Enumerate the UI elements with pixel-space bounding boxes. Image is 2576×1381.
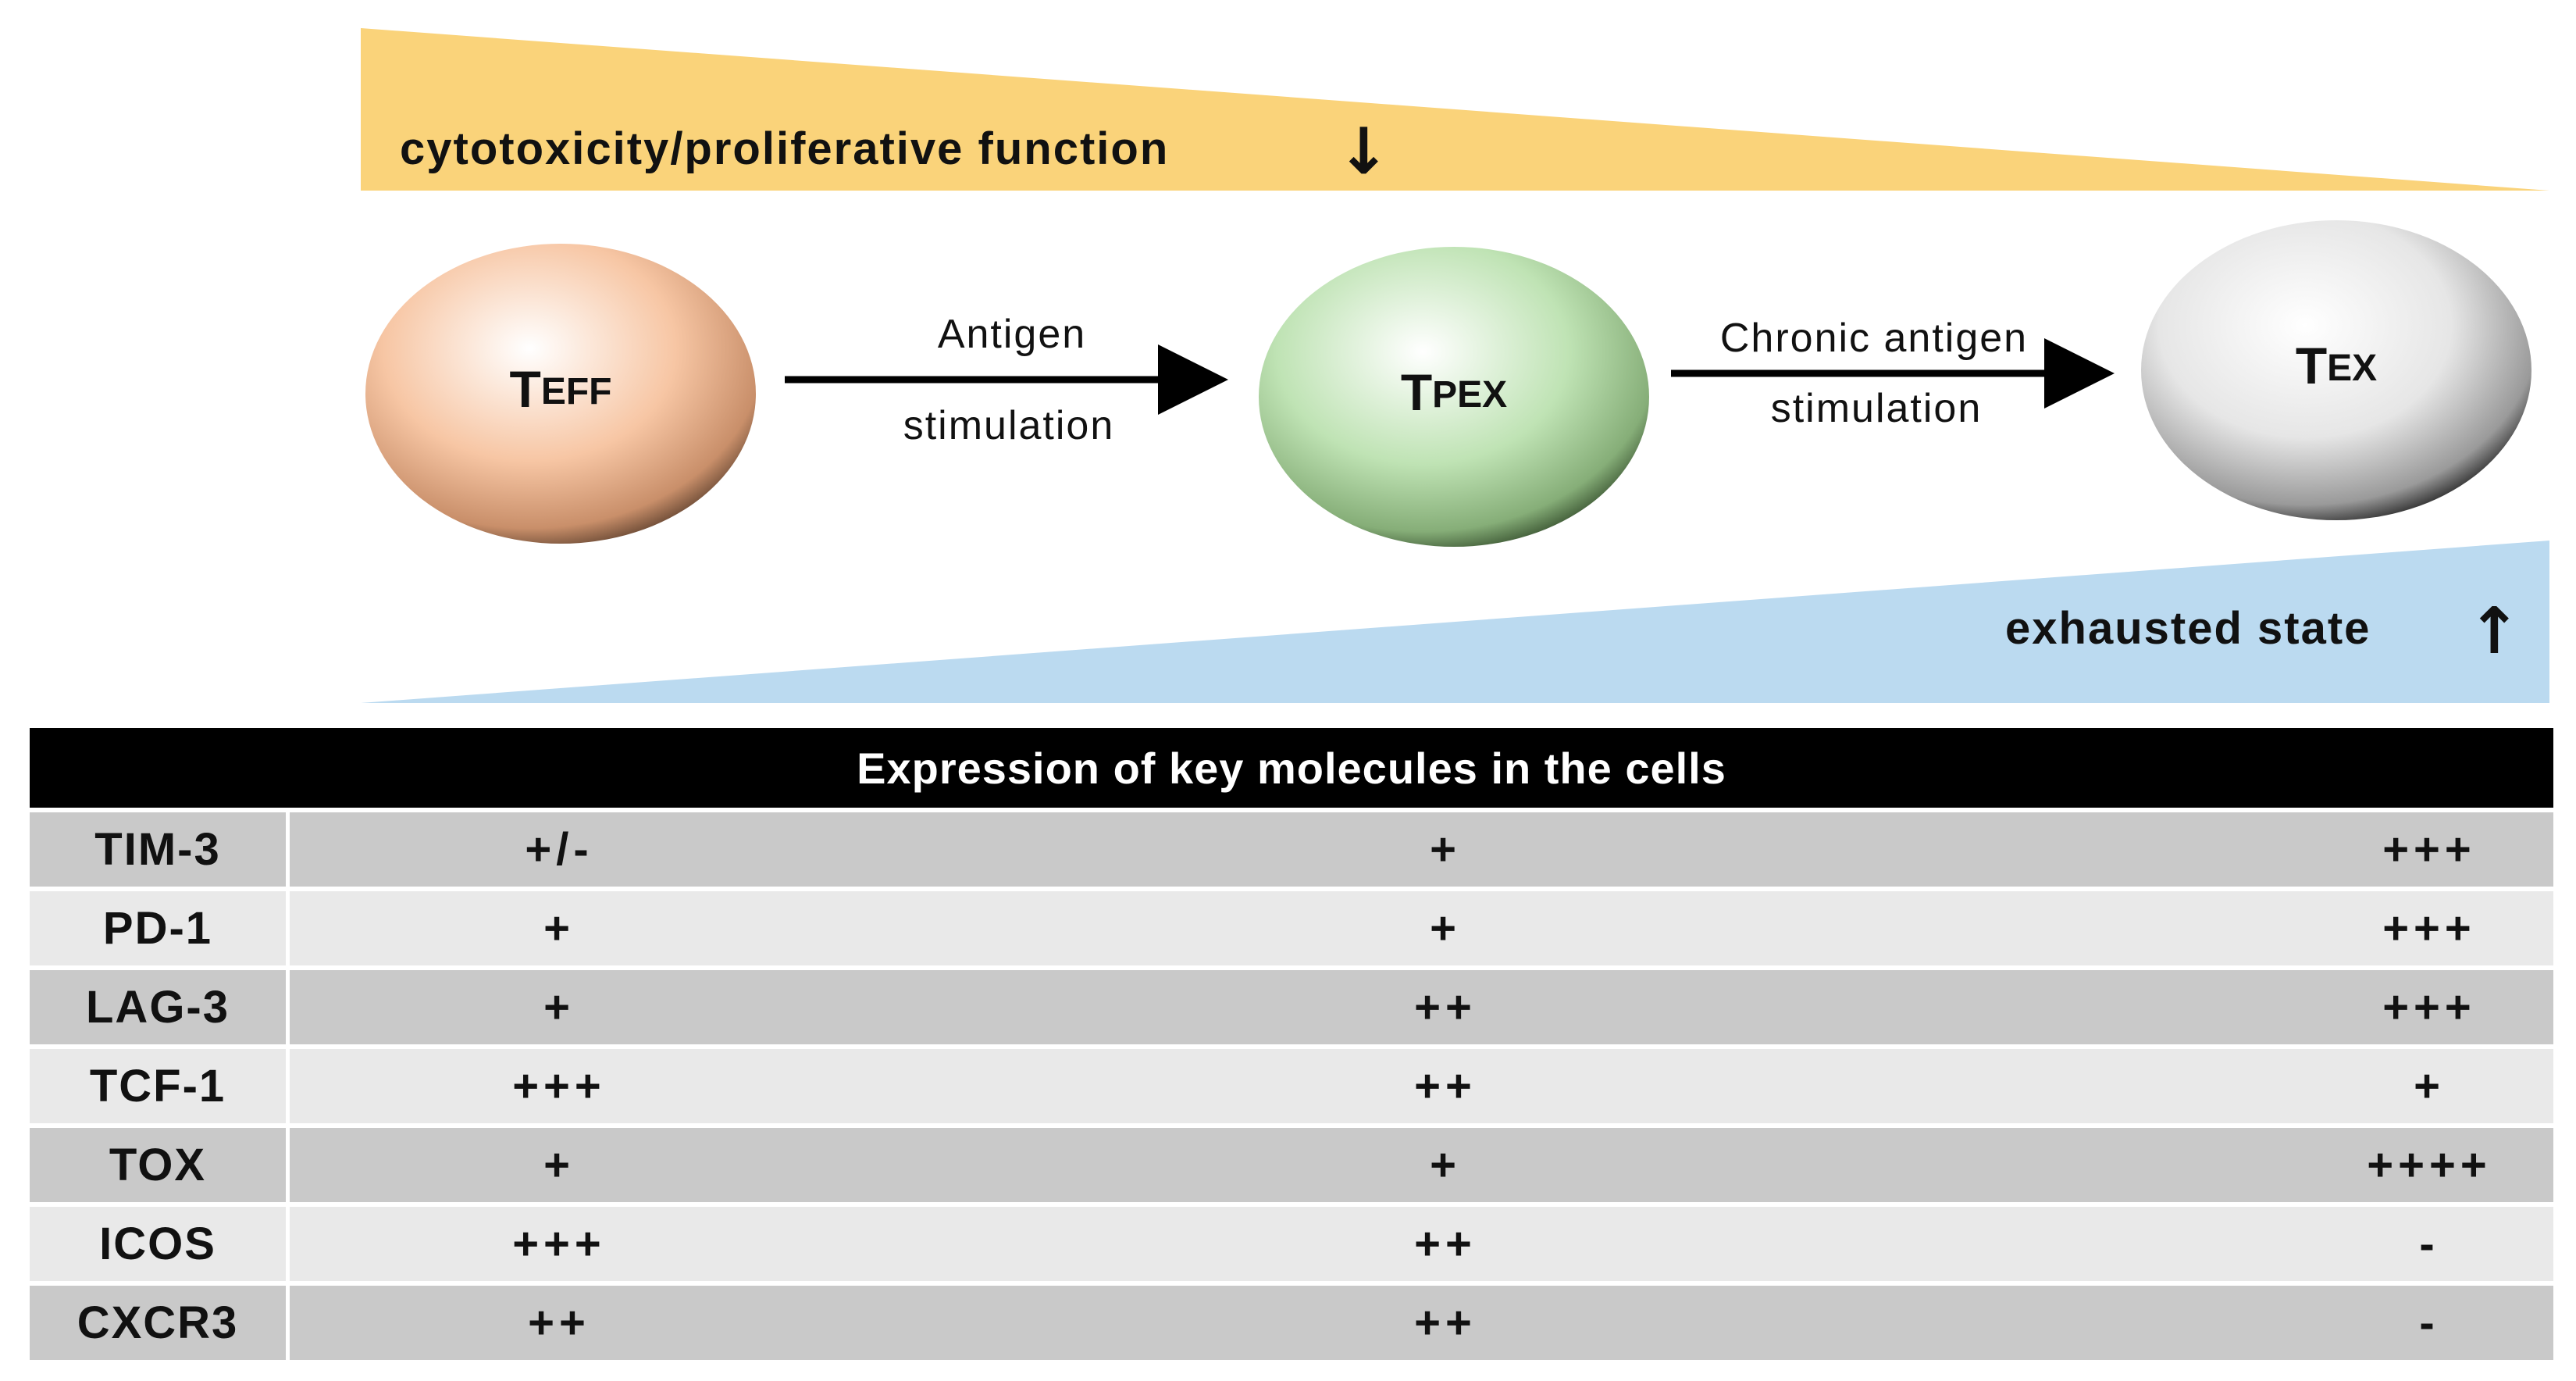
table-row: TIM-3 +/- + +++ [30,812,2553,887]
molecule-name: LAG-3 [30,970,286,1044]
teff-value: ++ [528,1297,590,1348]
table-row: CXCR3 ++ ++ - [30,1286,2553,1360]
table-row: TCF-1 +++ ++ + [30,1049,2553,1123]
tpex-value: ++ [1414,1219,1477,1269]
cell-teff: TEFF [365,244,756,544]
tpex-value: ++ [1414,1061,1477,1112]
up-arrow-icon: ↑ [2467,594,2521,669]
teff-value: + [543,903,575,954]
molecule-name: PD-1 [30,891,286,965]
tex-value: +++ [2382,982,2476,1033]
transition-chronic-antigen: Chronic antigen stimulation [1671,316,2115,431]
tpex-value: + [1430,1140,1461,1190]
teff-value: +++ [512,1219,606,1269]
tex-value: - [2419,1297,2439,1348]
teff-value: +/- [525,824,593,875]
expression-table: Expression of key molecules in the cells… [30,728,2553,1360]
cell-tex: TEX [2141,220,2531,520]
table-row: LAG-3 + ++ +++ [30,970,2553,1044]
transition-antigen-line2: stimulation [903,403,1115,448]
transition-chronic-line1: Chronic antigen [1720,316,2028,361]
cell-tpex: TPEX [1259,247,1649,547]
expression-values: + ++ +++ [290,970,2553,1044]
molecule-name: CXCR3 [30,1286,286,1360]
exhausted-state-band [361,541,2549,703]
tex-value: +++ [2382,903,2476,954]
table-row: ICOS +++ ++ - [30,1207,2553,1281]
tex-value: +++ [2382,824,2476,875]
expression-values: ++ ++ - [290,1286,2553,1360]
expression-values: +/- + +++ [290,812,2553,887]
expression-values: +++ ++ + [290,1049,2553,1123]
tpex-value: ++ [1414,1297,1477,1348]
transition-antigen: Antigen stimulation [785,312,1228,448]
teff-value: + [543,982,575,1033]
teff-value: +++ [512,1061,606,1112]
transition-antigen-line1: Antigen [938,312,1086,357]
tex-value: ++++ [2367,1140,2492,1190]
expression-values: + + +++ [290,891,2553,965]
molecule-name: TOX [30,1128,286,1202]
tpex-value: ++ [1414,982,1477,1033]
tpex-value: + [1430,903,1461,954]
tpex-value: + [1430,824,1461,875]
exhausted-state-label: exhausted state [2005,603,2371,654]
transition-chronic-line2: stimulation [1771,386,1983,431]
cytotoxicity-label: cytotoxicity/proliferative function [400,123,1169,174]
molecule-name: TIM-3 [30,812,286,887]
molecule-name: TCF-1 [30,1049,286,1123]
table-row: PD-1 + + +++ [30,891,2553,965]
cell-differentiation-diagram: cytotoxicity/proliferative function ↓ ex… [361,28,2549,703]
cell-tex-label: TEX [2296,337,2377,394]
cell-teff-label: TEFF [510,360,612,418]
expression-values: +++ ++ - [290,1207,2553,1281]
molecule-name: ICOS [30,1207,286,1281]
cytotoxicity-band [361,28,2549,191]
expression-values: + + ++++ [290,1128,2553,1202]
teff-value: + [543,1140,575,1190]
table-header: Expression of key molecules in the cells [30,728,2553,808]
table-row: TOX + + ++++ [30,1128,2553,1202]
tex-value: - [2419,1219,2439,1269]
tex-value: + [2414,1061,2445,1112]
down-arrow-icon: ↓ [1337,115,1391,189]
cell-tpex-label: TPEX [1401,363,1507,421]
